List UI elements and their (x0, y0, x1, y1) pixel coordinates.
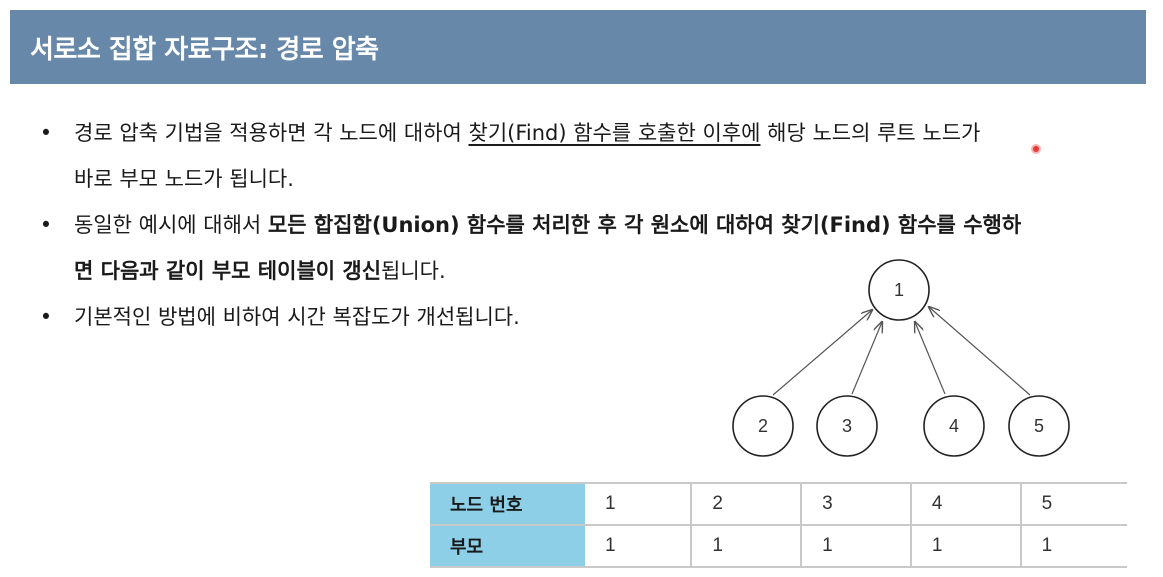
table-cell: 1 (585, 525, 693, 568)
bullet-2-line-2: 면 다음과 같이 부모 테이블이 갱신됩니다. (74, 248, 1122, 294)
title-bar: 서로소 집합 자료구조: 경로 압축 (10, 10, 1146, 84)
node-label-child: 5 (1034, 416, 1044, 436)
bullet-item-2: • 동일한 예시에 대해서 모든 합집합(Union) 함수를 처리한 후 각 … (32, 202, 1122, 294)
table-cell: 3 (801, 482, 912, 526)
tree-node-child: 5 (1008, 395, 1070, 457)
bullet-2-text-a: 동일한 예시에 대해서 (74, 213, 268, 237)
bullet-1-text-a: 경로 압축 기법을 적용하면 각 노드에 대하여 (74, 121, 469, 145)
table-row-parents: 부모 1 1 1 1 1 (430, 525, 1127, 568)
bullet-2-line-1: 동일한 예시에 대해서 모든 합집합(Union) 함수를 처리한 후 각 원소… (74, 202, 1122, 248)
bullet-2-bold-text-1: 모든 합집합(Union) 함수를 처리한 후 각 원소에 대하여 찾기(Fin… (267, 213, 1022, 237)
table-cell: 1 (585, 482, 693, 526)
table-cell: 1 (910, 525, 1022, 568)
table-cell: 2 (691, 482, 803, 526)
table-header-parent: 부모 (430, 525, 585, 568)
bullet-3-line-1: 기본적인 방법에 비하여 시간 복잡도가 개선됩니다. (74, 305, 520, 329)
table-cell: 5 (1020, 482, 1127, 526)
table-cell: 4 (910, 482, 1022, 526)
bullet-2-bold-text-2: 면 다음과 같이 부모 테이블이 갱신 (74, 259, 382, 283)
bullet-item-1: • 경로 압축 기법을 적용하면 각 노드에 대하여 찾기(Find) 함수를 … (32, 110, 1122, 202)
node-label-child: 4 (949, 416, 959, 436)
node-label-child: 3 (842, 416, 852, 436)
table-cell: 1 (1020, 525, 1127, 568)
bullet-item-3: • 기본적인 방법에 비하여 시간 복잡도가 개선됩니다. (32, 294, 1122, 340)
bullet-1-line-2: 바로 부모 노드가 됩니다. (74, 167, 294, 191)
tree-node-child: 3 (816, 395, 878, 457)
bullet-list: • 경로 압축 기법을 적용하면 각 노드에 대하여 찾기(Find) 함수를 … (32, 110, 1122, 340)
pointer-cursor (1031, 144, 1041, 154)
bullet-2-text-b: 됩니다. (381, 259, 446, 283)
bullet-1-text-b: 해당 노드의 루트 노드가 (760, 121, 981, 145)
node-label-child: 2 (758, 416, 768, 436)
bullet-dot: • (39, 213, 53, 237)
parent-table: 노드 번호 1 2 3 4 5 부모 1 1 1 1 1 (430, 482, 1127, 568)
table-header-node-number: 노드 번호 (430, 482, 585, 526)
tree-node-child: 2 (732, 395, 794, 457)
page-title: 서로소 집합 자료구조: 경로 압축 (30, 34, 379, 65)
table-cell: 1 (691, 525, 803, 568)
tree-node-child: 4 (923, 395, 985, 457)
table-cell: 1 (801, 525, 912, 568)
bullet-dot: • (39, 305, 53, 329)
bullet-dot: • (39, 121, 53, 145)
bullet-1-line-1: 경로 압축 기법을 적용하면 각 노드에 대하여 찾기(Find) 함수를 호출… (74, 110, 1122, 156)
table-row-node-numbers: 노드 번호 1 2 3 4 5 (430, 482, 1127, 526)
bullet-1-underlined-text: 찾기(Find) 함수를 호출한 이후에 (468, 121, 761, 145)
